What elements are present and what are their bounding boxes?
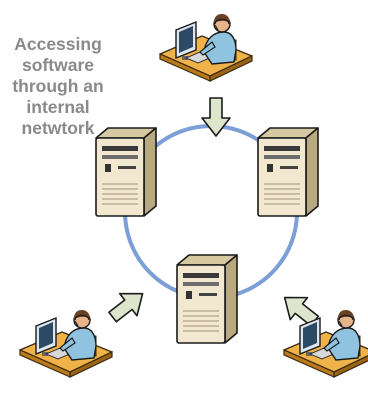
caption-line: netwtork bbox=[21, 118, 95, 138]
caption-line: software bbox=[22, 55, 94, 75]
workstation-icon bbox=[19, 309, 113, 378]
diagram-caption: Accessing software through an internal n… bbox=[2, 34, 114, 139]
workstation-icon bbox=[283, 309, 368, 378]
caption-line: through an bbox=[12, 76, 104, 96]
workstation-icon bbox=[159, 13, 253, 82]
server-icon bbox=[176, 254, 238, 344]
server-icon bbox=[257, 127, 319, 217]
caption-line: Accessing bbox=[14, 34, 102, 54]
arrow-up-right-icon bbox=[103, 281, 152, 329]
arrow-down-icon bbox=[201, 97, 231, 137]
caption-line: internal bbox=[26, 97, 90, 117]
server-icon bbox=[95, 127, 157, 217]
